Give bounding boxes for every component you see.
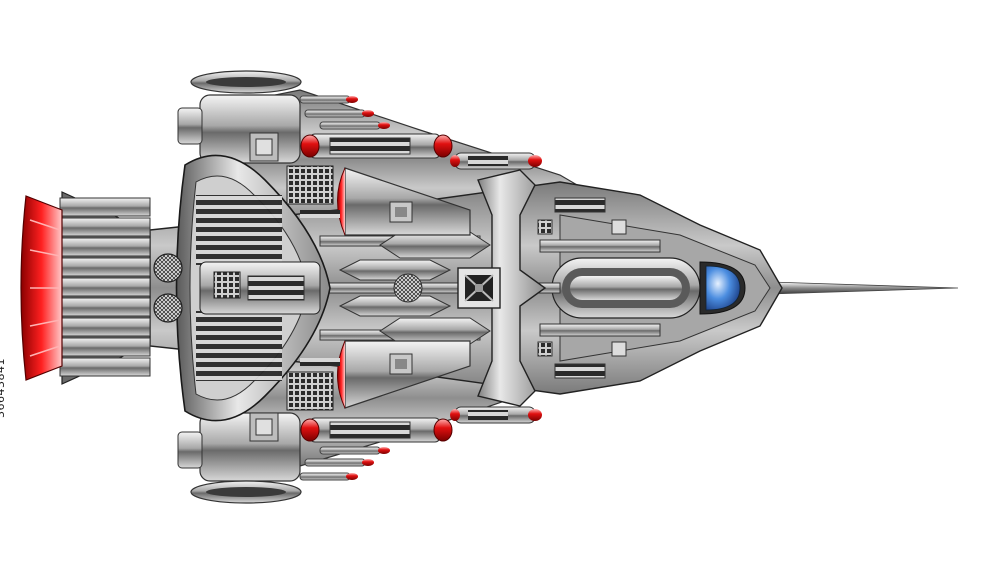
nose-needle — [769, 281, 959, 295]
lower-engine-pod — [177, 412, 302, 504]
engine-intakes — [153, 253, 183, 323]
red-exhaust-nozzle — [20, 195, 63, 381]
rear-shield — [175, 154, 331, 422]
upper-engine-pod — [177, 70, 302, 164]
forward-cross-armor — [457, 169, 547, 407]
rear-thruster-bank — [59, 191, 151, 385]
lower-missile-rack — [299, 406, 542, 481]
cockpit-canopy — [699, 261, 746, 315]
central-pylons — [299, 231, 561, 345]
upper-side-nacelle — [337, 167, 471, 236]
lower-side-nacelle — [337, 340, 471, 409]
hull-grid-panels — [286, 165, 340, 411]
upper-missile-rack — [299, 95, 542, 170]
stock-image-id: 36643841 — [0, 358, 7, 418]
